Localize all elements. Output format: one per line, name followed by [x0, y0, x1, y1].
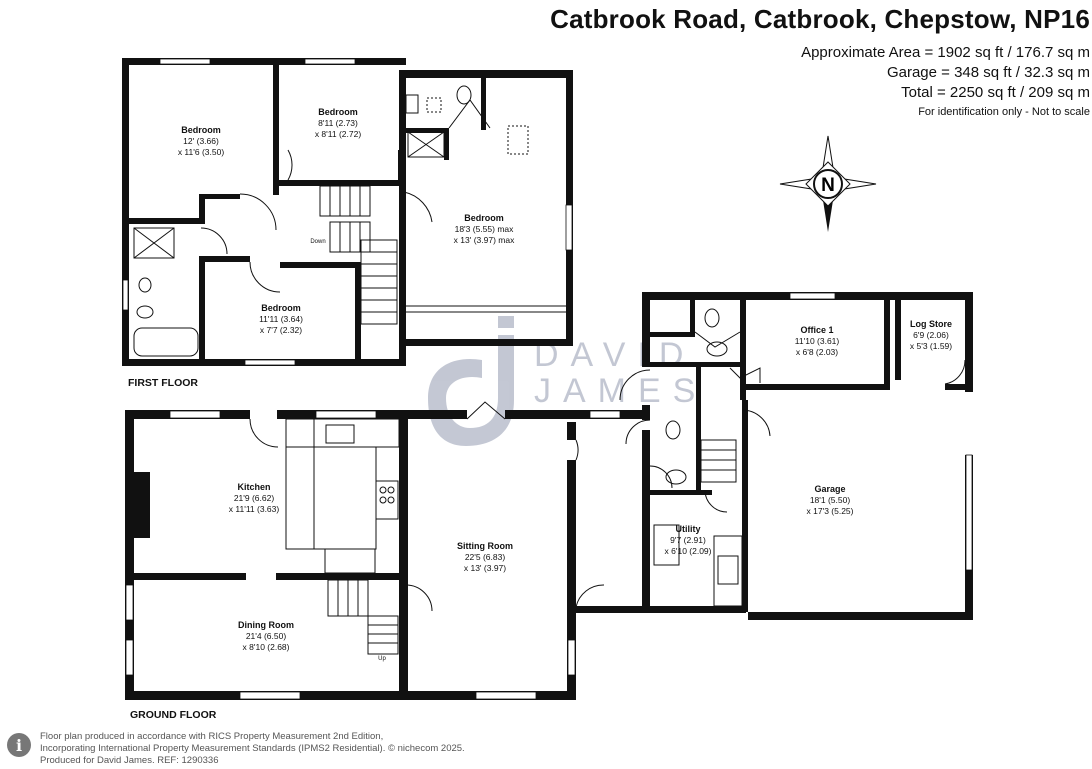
svg-text:x 13' (3.97) max: x 13' (3.97) max	[454, 235, 515, 245]
svg-text:6'9 (2.06): 6'9 (2.06)	[913, 330, 949, 340]
wc-toilet-icon	[704, 308, 720, 328]
watermark-line2: JAMES	[534, 372, 707, 410]
basin-icon	[138, 277, 152, 293]
total-area: Total = 2250 sq ft / 209 sq m	[901, 84, 1090, 101]
first-floor-plan: Bedroom 12' (3.66) x 11'6 (3.50) Bedroom…	[122, 58, 573, 366]
room-bedroom-1: Bedroom 12' (3.66) x 11'6 (3.50)	[178, 125, 225, 157]
svg-text:12' (3.66): 12' (3.66)	[183, 136, 219, 146]
room-sitting: Sitting Room 22'5 (6.83) x 13' (3.97)	[457, 541, 513, 573]
svg-text:x 8'10 (2.68): x 8'10 (2.68)	[243, 642, 290, 652]
ensuite-shower	[407, 131, 445, 158]
svg-text:Dining Room: Dining Room	[238, 620, 294, 630]
svg-text:22'5 (6.83): 22'5 (6.83)	[465, 552, 506, 562]
stairs-up-label: Up	[378, 656, 386, 662]
footer-line-2: Incorporating International Property Mea…	[40, 743, 465, 754]
svg-text:x 13' (3.97): x 13' (3.97)	[464, 563, 506, 573]
svg-text:Bedroom: Bedroom	[464, 213, 504, 223]
svg-text:i: i	[16, 736, 22, 755]
svg-text:21'4 (6.50): 21'4 (6.50)	[246, 631, 287, 641]
wc-basin-icon	[706, 341, 728, 357]
svg-text:Bedroom: Bedroom	[318, 107, 358, 117]
room-bedroom-3: Bedroom 18'3 (5.55) max x 13' (3.97) max	[454, 213, 515, 245]
room-utility: Utility 9'7 (2.91) x 6'10 (2.09)	[665, 524, 712, 556]
svg-text:x 6'10 (2.09): x 6'10 (2.09)	[665, 546, 712, 556]
utility-sink-icon	[717, 555, 739, 585]
room-bedroom-4: Bedroom 11'11 (3.64) x 7'7 (2.32)	[259, 303, 303, 335]
ground-floor-plan: Up	[125, 292, 973, 700]
footer-notes: Floor plan produced in accordance with R…	[40, 731, 465, 767]
room-garage: Garage 18'1 (5.50) x 17'3 (5.25)	[807, 484, 854, 516]
svg-text:Office 1: Office 1	[800, 325, 833, 335]
compass: N	[779, 135, 877, 232]
shower-room-basin-icon	[665, 469, 687, 485]
ensuite-toilet-icon	[456, 85, 472, 105]
shower-tray	[133, 227, 175, 259]
svg-text:11'10 (3.61): 11'10 (3.61)	[795, 336, 840, 346]
approx-area: Approximate Area = 1902 sq ft / 176.7 sq…	[801, 44, 1090, 61]
bath	[133, 327, 199, 357]
svg-text:21'9 (6.62): 21'9 (6.62)	[234, 493, 275, 503]
svg-text:Bedroom: Bedroom	[181, 125, 221, 135]
room-office: Office 1 11'10 (3.61) x 6'8 (2.03)	[795, 325, 840, 357]
svg-text:x 11'6 (3.50): x 11'6 (3.50)	[178, 147, 225, 157]
svg-text:18'3 (5.55) max: 18'3 (5.55) max	[455, 224, 515, 234]
svg-text:Kitchen: Kitchen	[237, 482, 270, 492]
room-log-store: Log Store 6'9 (2.06) x 5'3 (1.59)	[910, 319, 952, 351]
room-bedroom-2: Bedroom 8'11 (2.73) x 8'11 (2.72)	[315, 107, 362, 139]
svg-text:Garage: Garage	[814, 484, 845, 494]
svg-text:Log Store: Log Store	[910, 319, 952, 329]
toilet-icon	[136, 305, 154, 319]
ensuite-basin-icon	[405, 94, 419, 114]
first-floor-stairs	[319, 185, 398, 325]
svg-text:x 6'8 (2.03): x 6'8 (2.03)	[796, 347, 838, 357]
svg-text:Bedroom: Bedroom	[261, 303, 301, 313]
first-floor-label: FIRST FLOOR	[128, 377, 198, 389]
stairs-down-label: Down	[310, 239, 325, 245]
svg-text:x 5'3 (1.59): x 5'3 (1.59)	[910, 341, 952, 351]
svg-text:9'7 (2.91): 9'7 (2.91)	[670, 535, 706, 545]
svg-text:8'11 (2.73): 8'11 (2.73)	[318, 118, 358, 128]
footer-line-3: Produced for David James. REF: 1290336	[40, 755, 219, 766]
info-icon: i	[7, 733, 31, 757]
svg-text:x 8'11 (2.72): x 8'11 (2.72)	[315, 129, 362, 139]
svg-text:11'11 (3.64): 11'11 (3.64)	[259, 314, 303, 324]
scale-note: For identification only - Not to scale	[918, 106, 1090, 118]
svg-text:x 7'7 (2.32): x 7'7 (2.32)	[260, 325, 302, 335]
room-kitchen: Kitchen 21'9 (6.62) x 11'11 (3.63)	[229, 482, 280, 514]
room-dining: Dining Room 21'4 (6.50) x 8'10 (2.68)	[238, 620, 294, 652]
svg-text:x 17'3 (5.25): x 17'3 (5.25)	[807, 506, 854, 516]
page-title: Catbrook Road, Catbrook, Chepstow, NP16	[550, 4, 1090, 34]
garage-area: Garage = 348 sq ft / 32.3 sq m	[886, 64, 1090, 81]
svg-text:Utility: Utility	[675, 524, 700, 534]
ground-floor-label: GROUND FLOOR	[130, 709, 217, 721]
svg-text:Sitting Room: Sitting Room	[457, 541, 513, 551]
compass-north-label: N	[821, 175, 835, 196]
shower-room-toilet-icon	[665, 420, 681, 440]
hob-icon	[375, 480, 399, 520]
ground-floor-stairs	[327, 579, 399, 655]
svg-text:18'1 (5.50): 18'1 (5.50)	[810, 495, 851, 505]
footer-line-1: Floor plan produced in accordance with R…	[40, 731, 384, 742]
sink-icon	[325, 424, 355, 444]
svg-text:x 11'11 (3.63): x 11'11 (3.63)	[229, 504, 280, 514]
